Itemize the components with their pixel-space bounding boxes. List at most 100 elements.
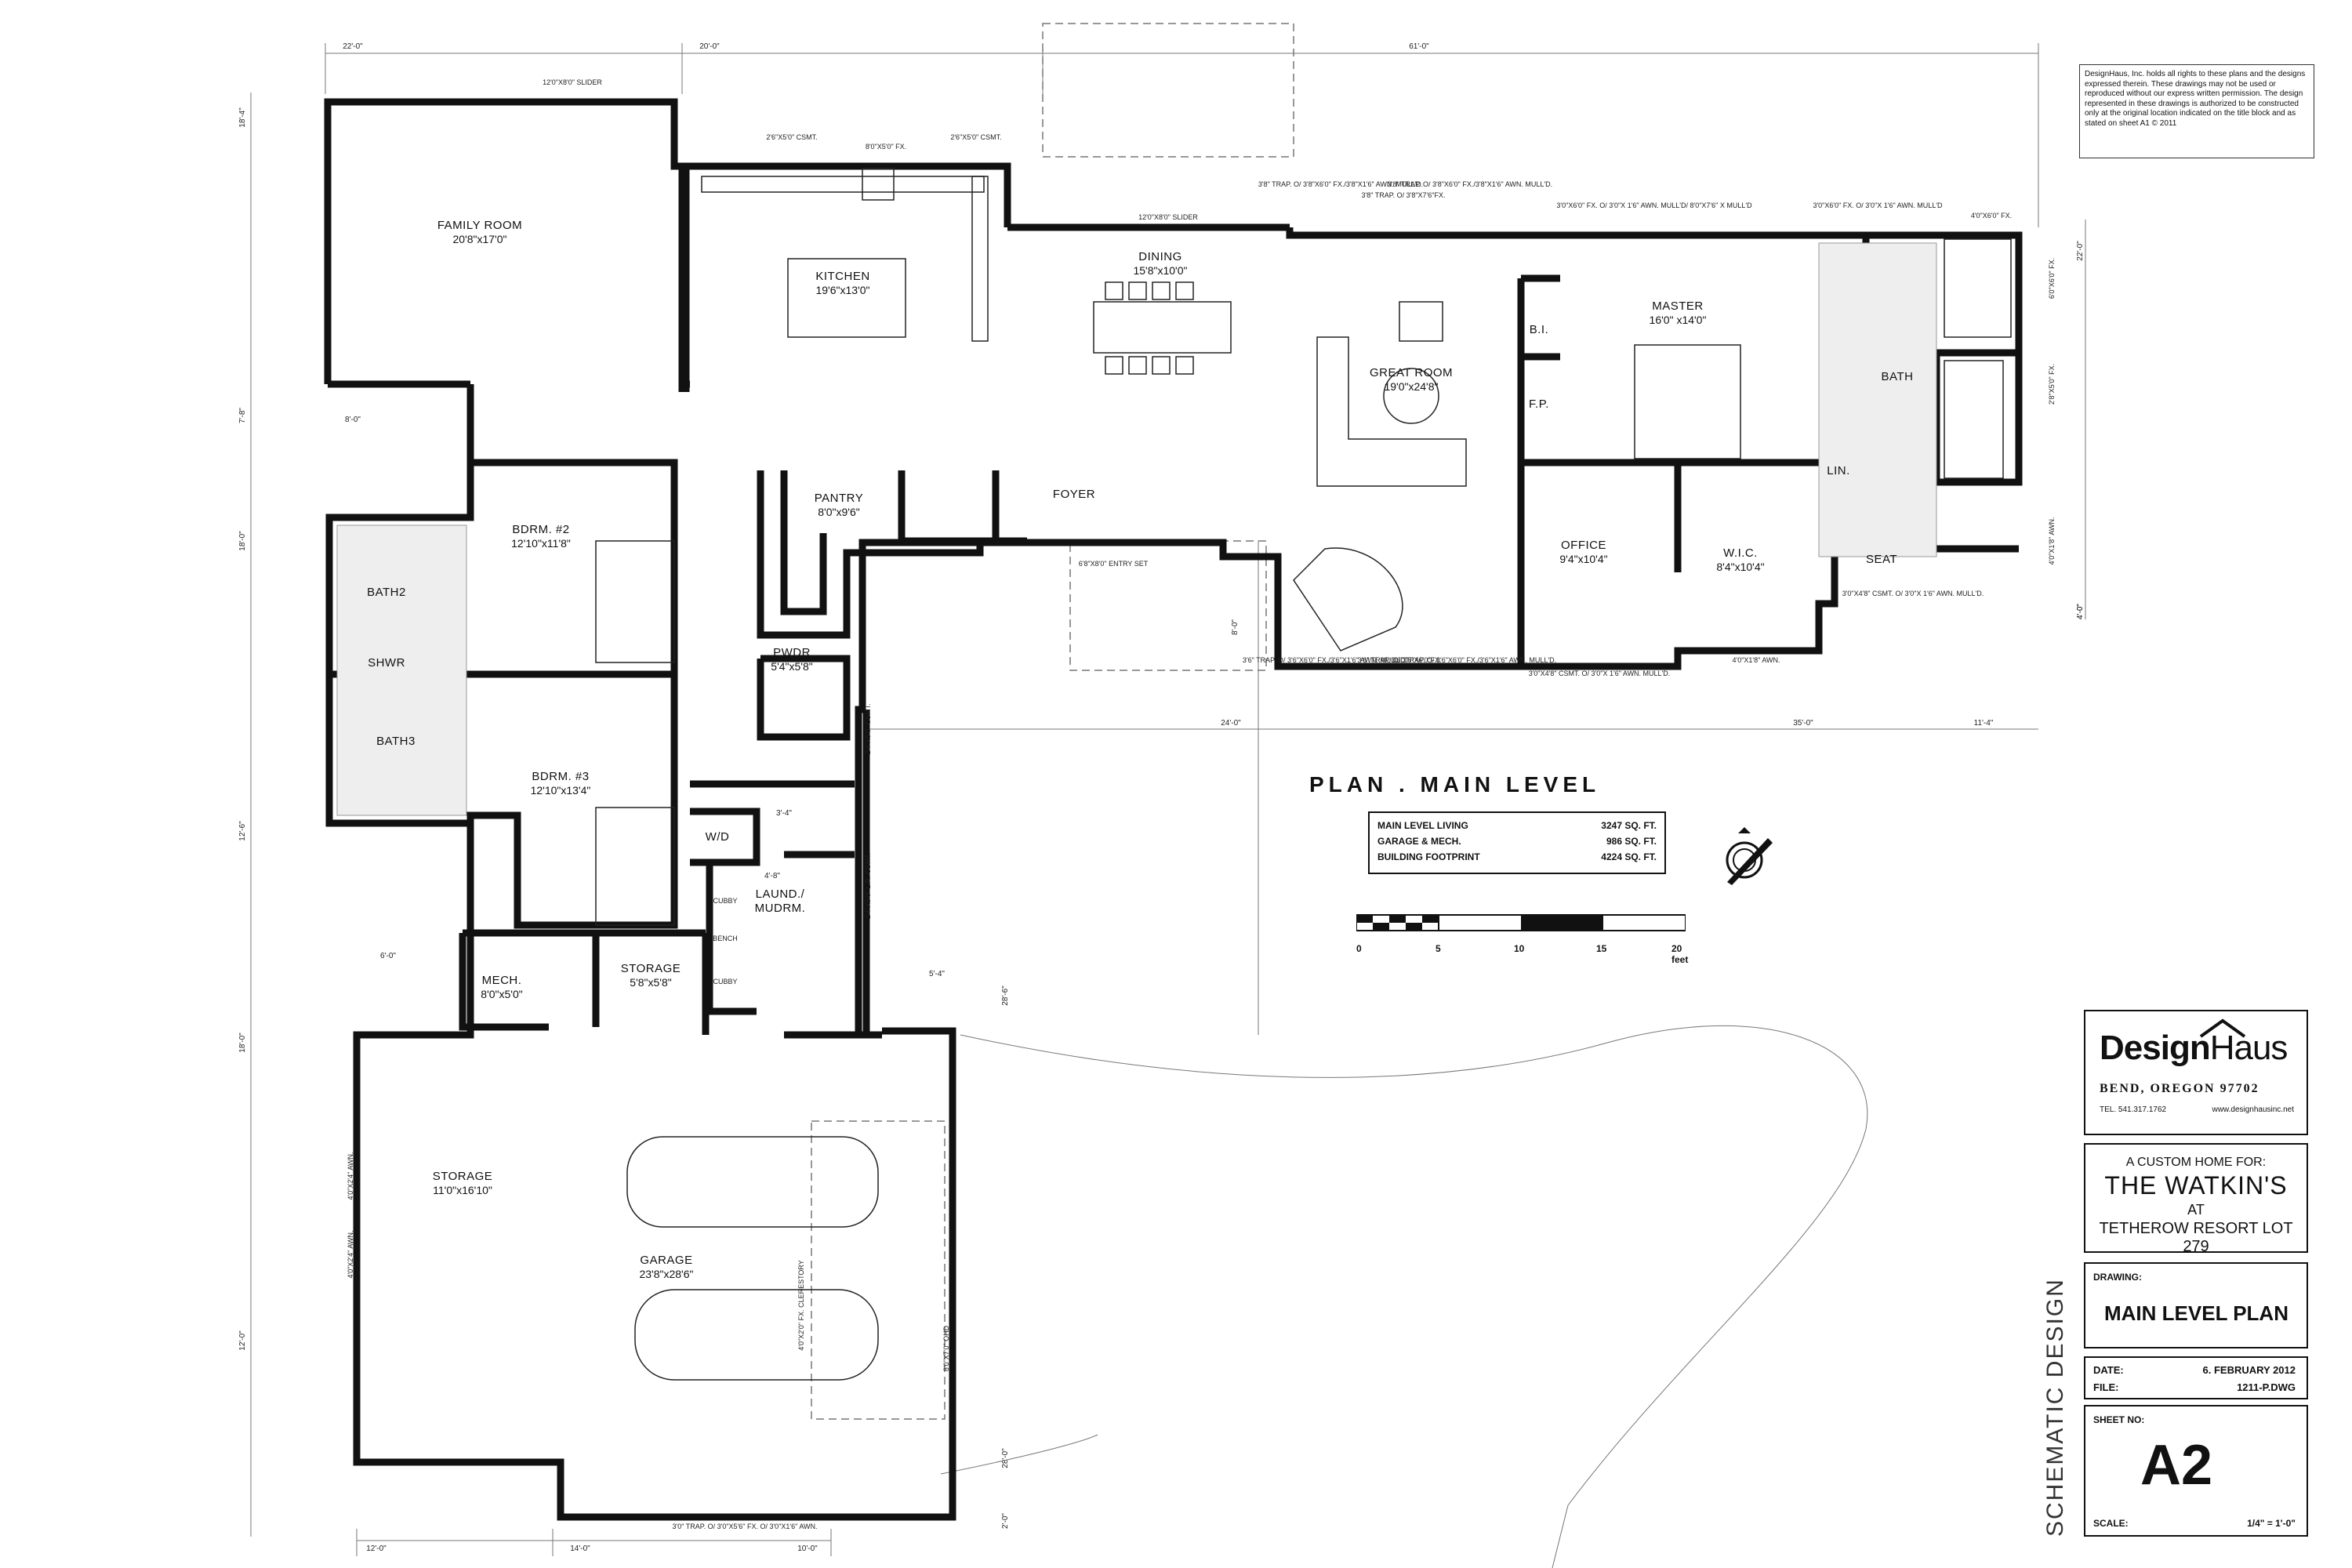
dim-top-2: 20'-0" [699,42,720,51]
window-note: 4'0"X1'8" AWN. [2048,517,2056,564]
master-size: 16'0" x14'0" [1650,314,1707,326]
mech-label: MECH. [482,974,522,987]
logo-block: DesignHaus BEND, OREGON 97702 TEL. 541.3… [2084,1010,2308,1135]
bath-label: BATH [1882,370,1914,383]
kitchen-sink [862,168,895,201]
firm-phone: TEL. 541.317.1762 [2100,1105,2167,1114]
logo-design: Design [2100,1029,2211,1067]
dim-bot-1: 12'-0" [366,1544,387,1553]
dim-mid-1: 24'-0" [1221,719,1241,728]
kitchen-size: 19'6"x13'0" [815,284,869,296]
storage-garage-label: STORAGE [433,1170,493,1183]
cubby2-label: CUBBY [713,978,737,985]
dim-misc-10: 4'-0" [2076,604,2085,619]
scale-tick-label: 20 feet [1671,943,1689,965]
dimension-lines [250,43,2086,1556]
kitchen-counter-side [971,176,989,342]
graphic-scale-bar [1356,914,1686,931]
date-file-block: DATE: 6. FEBRUARY 2012 FILE: 1211-P.DWG [2084,1356,2308,1399]
window-note: 3'0" TRAP. O/ 3'0"X5'6" FX. O/ 3'0"X1'6"… [673,1523,818,1530]
window-note: 4'0"X2'0" FX. CLERESTORY [797,1260,805,1351]
area-label: GARAGE & MECH. [1377,836,1461,847]
bdrm3-size: 12'10"x13'4" [531,784,591,797]
dim-misc-7: 28'-0" [1001,1448,1010,1468]
area-value: 3247 SQ. FT. [1601,820,1657,831]
great-room-label: GREAT ROOM [1370,366,1453,379]
bath2-label: BATH2 [367,586,406,599]
cubby1-label: CUBBY [713,897,737,905]
pwdr-label: PWDR [773,646,811,659]
dim-left-4: 12'-6" [238,821,247,841]
dim-left-6: 12'-0" [238,1330,247,1351]
mech-size: 8'0"x5'0" [481,988,522,1000]
dim-left-5: 18'-0" [238,1033,247,1053]
dining-table [1093,301,1232,354]
dining-size: 15'8"x10'0" [1133,264,1187,277]
furniture [595,168,2012,1381]
window-note: 3'6" TRAP. O/ 3'6"X6'0"FX. [1358,656,1442,664]
grand-piano [1293,547,1403,652]
window-note: 6'0"X6'0" FX. [2048,258,2056,299]
scale-label: SCALE: [2093,1518,2129,1529]
bench-label: BENCH [713,935,738,942]
area-value: 986 SQ. FT. [1606,836,1657,847]
window-note: 12'0"X8'0" SLIDER [1138,213,1198,221]
foyer-label: FOYER [1053,488,1095,501]
window-note: 3'0"X4'8" CSMT. O/ 3'0"X 1'6" AWN. MULL'… [1529,670,1671,677]
area-value: 4224 SQ. FT. [1601,851,1657,862]
window-note: 3'0"X4'8" CSMT. O/ 3'0"X 1'6" AWN. MULL'… [1842,590,1984,597]
family-room-size: 20'8"x17'0" [452,233,506,245]
north-arrow-icon [1726,827,1773,885]
window-note: 4'0"X2'4" AWN. [347,1152,354,1200]
window-note: 12'0"X8'0" SLIDER [543,78,602,86]
scale-tick-label: 5 [1436,943,1441,954]
date-label: DATE: [2093,1364,2124,1376]
fp-label: F.P. [1529,397,1549,411]
garage-size: 23'8"x28'6" [639,1268,693,1280]
designhaus-logo: DesignHaus [2100,1029,2288,1068]
date-value: 6. FEBRUARY 2012 [2202,1364,2296,1376]
window-note: 3'8" TRAP. O/ 3'8"X6'0" FX./3'8"X1'6" AW… [1258,180,1423,188]
laund-label: LAUND./ [756,887,805,901]
bed-3 [595,807,675,926]
scale-tick-label: 0 [1356,943,1362,954]
client-block: A CUSTOM HOME FOR: THE WATKIN'S AT TETHE… [2084,1143,2308,1255]
copyright-notice: DesignHaus, Inc. holds all rights to the… [2079,64,2314,158]
storage-small-label: STORAGE [621,962,681,975]
plan-title: PLAN . MAIN LEVEL [1309,772,1601,797]
lin-label: LIN. [1827,464,1850,477]
window-note: 3'6" TRAP. O/ 3'6"X6'0" FX./3'6"X1'6" AW… [1243,656,1407,664]
dim-misc-1: 8'-0" [345,416,361,424]
tile-areas [336,242,1937,816]
window-note: 2'4"X5'0" CSMT. [864,703,872,754]
window-note: 3'0"X6'0" FX. O/ 3'0"X 1'6" AWN. MULL'D [1813,201,1943,209]
storage-garage-size: 11'0"x16'10" [433,1184,492,1196]
window-note: 4'0"X6'0" FX. [1971,212,2012,220]
bath3-label: BATH3 [376,735,416,748]
drawing-name: MAIN LEVEL PLAN [2104,1301,2288,1325]
walls [324,98,2023,1521]
bed-2 [595,540,675,663]
dim-misc-6: 28'-6" [1001,985,1010,1006]
wic-label: W.I.C. [1723,546,1758,560]
window-note: 4'0"X2'4" AWN. [347,1230,354,1278]
roof-icon [2199,1018,2246,1038]
dim-bot-2: 14'-0" [570,1544,590,1553]
drawing-label: DRAWING: [2093,1272,2142,1283]
wd-label: W/D [706,830,730,844]
window-note: 8'0"X7'0" OHD [942,1325,950,1371]
dim-mid-2: 35'-0" [1793,719,1813,728]
file-label: FILE: [2093,1381,2119,1393]
site-lines [811,23,1868,1568]
pantry-size: 8'0"x9'6" [818,506,859,518]
wic-size: 8'4"x10'4" [1716,561,1764,573]
window-notes: 12'0"X8'0" SLIDER 2'6"X5'0" CSMT. 8'0"X5… [347,78,2056,1530]
scale-labels: 0 5 10 15 20 feet [1356,943,1693,965]
window-note: 3'0"X6'0" FX. O/ 3'0"X 1'6" AWN. MULL'D/… [1556,201,1752,209]
mudrm-label: MUDRM. [755,902,806,915]
room-labels: FAMILY ROOM 20'8"x17'0" KITCHEN 19'6"x13… [367,219,1913,1280]
bdrm2-size: 12'10"x11'8" [511,537,571,550]
